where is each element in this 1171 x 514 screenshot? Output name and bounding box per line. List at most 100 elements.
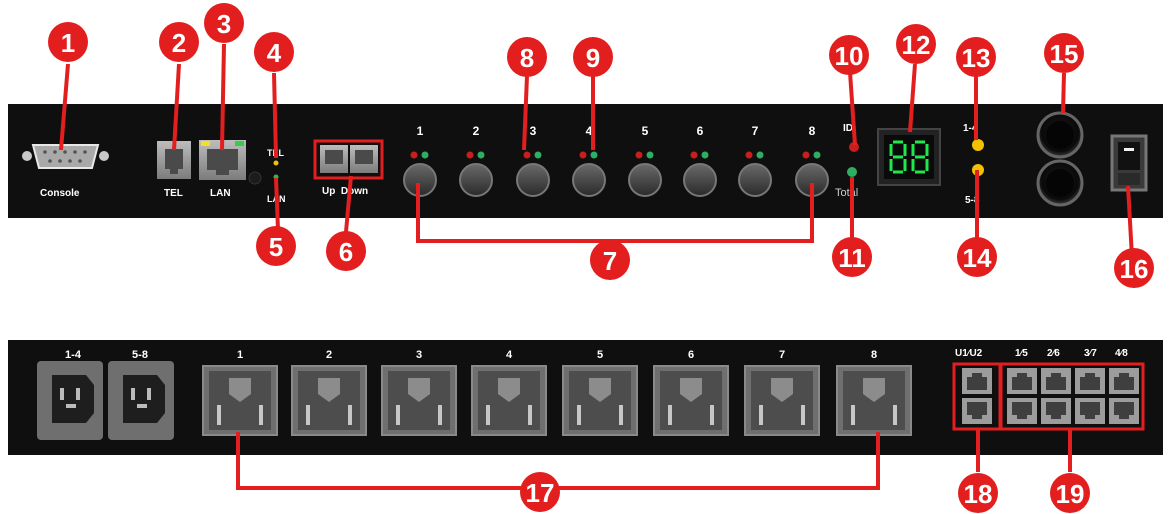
power-button-icon[interactable] <box>516 163 550 197</box>
front-outlet-number: 2 <box>473 124 480 138</box>
power-button-icon[interactable] <box>459 163 493 197</box>
callout-marker: 12 <box>896 24 936 64</box>
rear-outlet-number: 3 <box>416 349 422 361</box>
callout-marker: 14 <box>957 237 997 277</box>
outlet-green-led <box>590 151 598 159</box>
outlet-green-led <box>477 151 485 159</box>
callout-marker: 13 <box>956 37 996 77</box>
rj45-port-icon[interactable] <box>1109 398 1139 424</box>
callout-number: 15 <box>1050 39 1079 69</box>
power-button-icon[interactable] <box>572 163 606 197</box>
front-outlet-number: 8 <box>809 124 816 138</box>
rj45-port-icon[interactable] <box>1007 398 1037 424</box>
rear-outlet-number: 2 <box>326 349 332 361</box>
callout-number: 14 <box>963 243 992 273</box>
callout-marker: 18 <box>958 473 998 513</box>
iec-outlet-icon <box>202 365 278 436</box>
iec-inlet-icon <box>108 361 174 440</box>
rj45-port-icon[interactable] <box>1075 368 1105 394</box>
bank-5-8-label: 5-8 <box>965 195 980 206</box>
callout-number: 7 <box>603 246 617 276</box>
updown-label: Up Down <box>322 186 368 197</box>
callout-marker: 3 <box>204 3 244 43</box>
breaker-icon[interactable] <box>1036 111 1084 159</box>
callout-number: 13 <box>962 43 991 73</box>
console-label: Console <box>40 188 80 199</box>
rj45-port-icon[interactable] <box>1041 368 1071 394</box>
front-outlet-number: 1 <box>417 124 424 138</box>
rj45-up-port-icon[interactable] <box>320 145 348 173</box>
front-outlet-number: 5 <box>642 124 649 138</box>
callout-marker: 4 <box>254 32 294 72</box>
bank-1-4-label: 1-4 <box>963 123 978 134</box>
callout-marker: 2 <box>159 22 199 62</box>
outlet-red-led <box>635 151 643 159</box>
rj45-port-icon[interactable] <box>1109 368 1139 394</box>
iec-outlet-icon <box>744 365 820 436</box>
callout-marker: 1 <box>48 22 88 62</box>
rear-outlet-number: 1 <box>237 349 243 361</box>
outlet-red-led <box>523 151 531 159</box>
front-outlet-number: 3 <box>530 124 537 138</box>
outlet-red-led <box>690 151 698 159</box>
power-button-icon[interactable] <box>628 163 662 197</box>
callout-number: 5 <box>269 232 283 262</box>
led-tel-indicator <box>273 160 279 166</box>
rear-inlet-label-2: 5-8 <box>132 349 148 361</box>
callout-marker: 8 <box>507 37 547 77</box>
outlet-green-led <box>701 151 709 159</box>
iec-outlet-icon <box>471 365 547 436</box>
rj45-port-icon[interactable] <box>1041 398 1071 424</box>
breaker-icon[interactable] <box>1036 159 1084 207</box>
u-port-label: U1⁄U2 <box>955 348 983 359</box>
rear-outlet-number: 5 <box>597 349 603 361</box>
callout-marker: 9 <box>573 37 613 77</box>
rear-outlet-number: 4 <box>506 349 513 361</box>
seven-segment-display-icon <box>877 128 941 186</box>
rj45-port-icon[interactable] <box>962 368 992 394</box>
outlet-green-led <box>756 151 764 159</box>
sensor-port-label: 1⁄5 <box>1015 348 1028 359</box>
total-led <box>847 167 857 177</box>
sensor-port-label: 3⁄7 <box>1084 348 1097 359</box>
outlet-red-led <box>745 151 753 159</box>
front-outlet-number: 7 <box>752 124 759 138</box>
callout-number: 8 <box>520 43 534 73</box>
callout-number: 10 <box>835 41 864 71</box>
callout-number: 2 <box>172 28 186 58</box>
rear-outlet-number: 6 <box>688 349 694 361</box>
power-button-icon[interactable] <box>738 163 772 197</box>
rear-rj45-port-group <box>962 368 1139 424</box>
iec-outlet-icon <box>381 365 457 436</box>
outlet-green-led <box>534 151 542 159</box>
callout-number: 12 <box>902 30 931 60</box>
front-outlet-number: 4 <box>586 124 593 138</box>
outlet-green-led <box>813 151 821 159</box>
callout-number: 3 <box>217 9 231 39</box>
reset-hole[interactable] <box>248 171 262 185</box>
iec-outlet-icon <box>653 365 729 436</box>
rj45-down-port-icon[interactable] <box>350 145 378 173</box>
outlet-red-led <box>410 151 418 159</box>
outlet-red-led <box>466 151 474 159</box>
callout-marker: 16 <box>1114 248 1154 288</box>
power-button-icon[interactable] <box>683 163 717 197</box>
callout-number: 17 <box>526 478 555 508</box>
callout-marker: 5 <box>256 226 296 266</box>
rj45-port-icon[interactable] <box>1075 398 1105 424</box>
callout-number: 9 <box>586 43 600 73</box>
lan-label: LAN <box>210 188 231 199</box>
rocker-switch-icon[interactable] <box>1110 134 1148 192</box>
db9-connector-icon[interactable] <box>22 144 109 169</box>
rj45-port-icon[interactable] <box>962 398 992 424</box>
callout-number: 4 <box>267 38 282 68</box>
callout-number: 6 <box>339 237 353 267</box>
outlet-green-led <box>421 151 429 159</box>
front-outlet-number: 6 <box>697 124 704 138</box>
rear-outlet-number: 7 <box>779 349 785 361</box>
sensor-port-label: 2⁄6 <box>1047 348 1060 359</box>
rj45-port-icon[interactable] <box>1007 368 1037 394</box>
callout-marker: 17 <box>520 472 560 512</box>
outlet-green-led <box>646 151 654 159</box>
